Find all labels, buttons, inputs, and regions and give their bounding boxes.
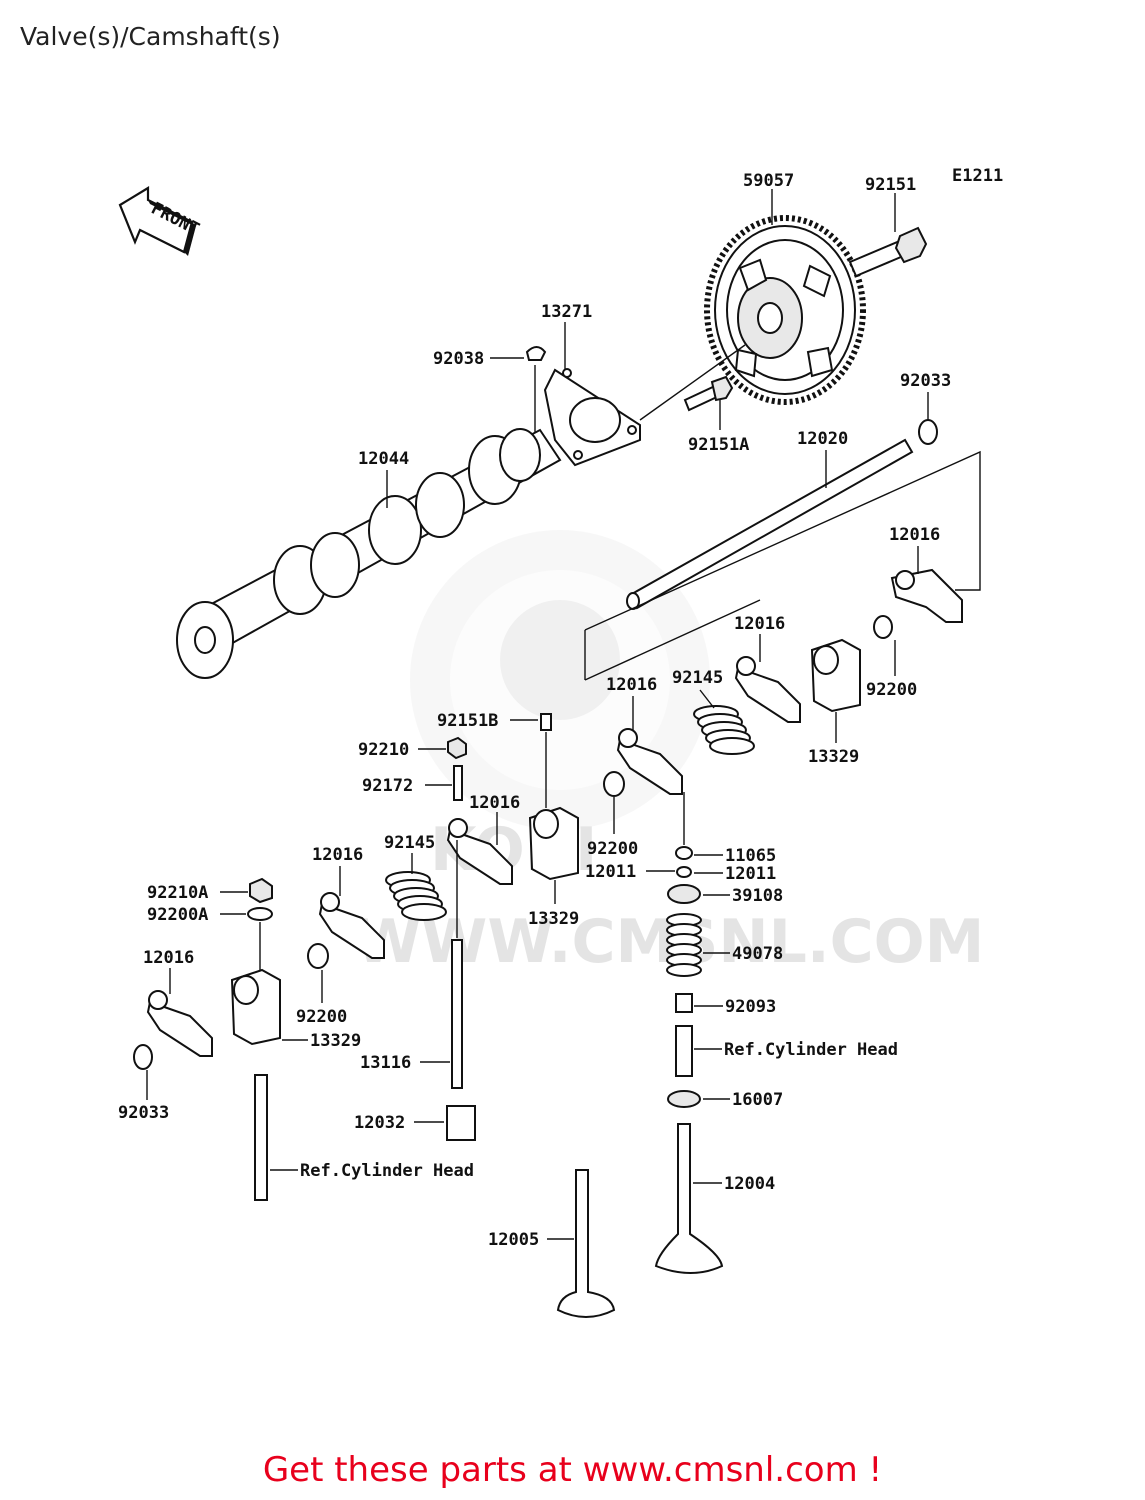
thrust-plate: [543, 368, 641, 467]
rocker-bracket-2: [528, 806, 579, 881]
part-13329-a-label: 13329: [808, 747, 859, 767]
cylinder-head-stud: [254, 1074, 268, 1201]
valve-stem-seal: [675, 993, 693, 1013]
part-13329-c-label: 13329: [310, 1031, 361, 1051]
exploded-parts-diagram: KONI WWW.CMSNL.COM E1211 FRONT 59057: [118, 166, 1003, 1318]
part-92151B-label: 92151B: [437, 711, 498, 731]
part-12016-d-label: 12016: [469, 793, 520, 813]
rocker-arm-6: [146, 990, 213, 1057]
valve-guide: [675, 1025, 693, 1077]
rocker-arm-4: [446, 818, 513, 885]
part-39108-label: 39108: [732, 886, 783, 906]
part-12016-a-label: 12016: [889, 525, 940, 545]
rocker-arm-3: [616, 728, 683, 795]
cam-gear: [704, 215, 866, 405]
push-rod: [451, 939, 463, 1089]
part-12016-f-label: 12016: [143, 948, 194, 968]
spacer-washer-3: [307, 943, 329, 969]
spacer-washer-1: [873, 615, 893, 639]
part-12020-label: 12020: [797, 429, 848, 449]
rocker-bracket-3: [230, 968, 281, 1046]
rocker-spring-1: [693, 705, 755, 755]
rocker-arm-5: [318, 892, 385, 959]
part-92093-label: 92093: [725, 997, 776, 1017]
adjusting-screw: [453, 765, 463, 801]
part-12044-label: 12044: [358, 449, 409, 469]
valve-cap: [675, 846, 693, 860]
rocker-shaft: [584, 438, 981, 681]
stud-washer: [247, 907, 273, 921]
camshaft: [176, 428, 562, 679]
part-12016-c-label: 12016: [606, 675, 657, 695]
part-92200A-label: 92200A: [147, 905, 208, 925]
part-92033-top-label: 92033: [900, 371, 951, 391]
part-92172-label: 92172: [362, 776, 413, 796]
lock-nut: [447, 736, 467, 760]
front-arrow-icon: FRONT: [118, 186, 202, 256]
part-11065-label: 11065: [725, 846, 776, 866]
gear-bolt: [848, 226, 928, 278]
plate-bolt: [683, 375, 734, 412]
part-12005-label: 12005: [488, 1230, 539, 1250]
part-12011-right-label: 12011: [725, 864, 776, 884]
retaining-ring-bottom: [133, 1044, 153, 1070]
intake-valve: [654, 1123, 724, 1274]
part-12016-e-label: 12016: [312, 845, 363, 865]
page-title: Valve(s)/Camshaft(s): [20, 22, 281, 51]
rocker-arm-2: [734, 656, 801, 723]
part-92151A-label: 92151A: [688, 435, 749, 455]
spring-seat: [667, 1090, 701, 1108]
part-92210A-label: 92210A: [147, 883, 208, 903]
part-92038-label: 92038: [433, 349, 484, 369]
part-92200-a-label: 92200: [866, 680, 917, 700]
acorn-nut: [249, 877, 273, 904]
valve-spring: [666, 913, 702, 977]
rocker-spring-2: [385, 871, 447, 921]
part-92200-b-label: 92200: [587, 839, 638, 859]
diagram-code: E1211: [952, 166, 1003, 186]
part-92145-a-label: 92145: [672, 668, 723, 688]
part-59057-label: 59057: [743, 171, 794, 191]
footer-parts-link[interactable]: Get these parts at www.cmsnl.com !: [262, 1450, 883, 1490]
part-13271-label: 13271: [541, 302, 592, 322]
woodruff-key: [525, 346, 547, 361]
valve-collet: [676, 866, 692, 878]
rocker-bracket-1: [810, 638, 861, 713]
part-16007-label: 16007: [732, 1090, 783, 1110]
part-92200-c-label: 92200: [296, 1007, 347, 1027]
part-49078-label: 49078: [732, 944, 783, 964]
valve-tappet: [446, 1105, 476, 1141]
part-92151-label: 92151: [865, 175, 916, 195]
part-92145-b-label: 92145: [384, 833, 435, 853]
ref-cylinder-head-1: Ref.Cylinder Head: [724, 1040, 898, 1060]
part-12011-left-label: 12011: [585, 862, 636, 882]
part-12004-label: 12004: [724, 1174, 775, 1194]
retaining-ring-top: [918, 419, 938, 445]
part-13116-label: 13116: [360, 1053, 411, 1073]
set-screw: [540, 713, 552, 731]
part-92033-bottom-label: 92033: [118, 1103, 169, 1123]
part-12016-b-label: 12016: [734, 614, 785, 634]
spring-retainer: [667, 884, 701, 904]
ref-cylinder-head-2: Ref.Cylinder Head: [300, 1161, 474, 1181]
part-13329-b-label: 13329: [528, 909, 579, 929]
rocker-arm-1: [890, 568, 963, 623]
part-92210-label: 92210: [358, 740, 409, 760]
exhaust-valve: [556, 1169, 616, 1318]
spacer-washer-2: [603, 771, 625, 797]
part-12032-label: 12032: [354, 1113, 405, 1133]
